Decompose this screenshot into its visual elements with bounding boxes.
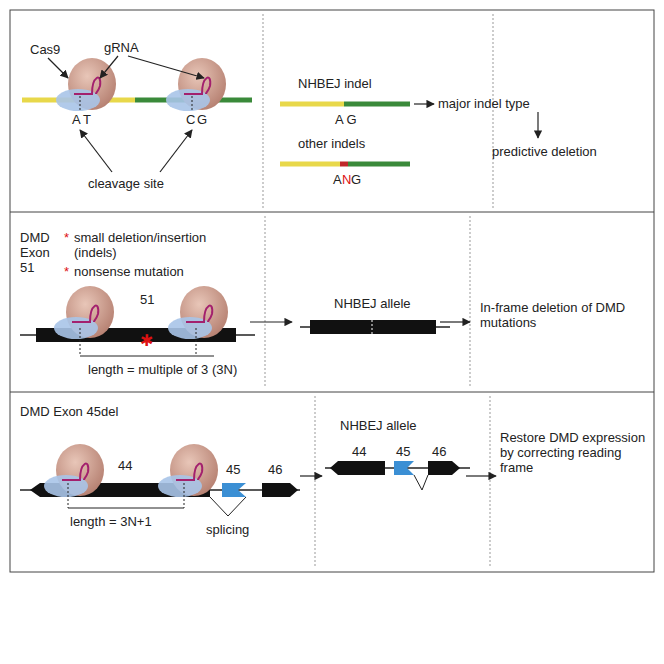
column-divider bbox=[493, 14, 494, 208]
mutation-star: * bbox=[64, 264, 69, 279]
cut-line bbox=[80, 328, 81, 356]
base-label: A G bbox=[335, 112, 357, 127]
exon-45 bbox=[222, 483, 246, 497]
gene-label: DMD Exon 51 bbox=[20, 230, 60, 275]
note-label: major indel type bbox=[438, 96, 530, 111]
dna-yellow bbox=[280, 102, 344, 107]
note-label: Restore DMD expression by correcting rea… bbox=[500, 430, 648, 475]
dna-green bbox=[344, 102, 410, 107]
cut-line bbox=[184, 483, 185, 508]
cas9-lobe-blue bbox=[56, 89, 100, 111]
grna-label: gRNA bbox=[104, 40, 139, 55]
allele-label: NHBEJ allele bbox=[340, 418, 417, 433]
cas9-lobe-blue bbox=[168, 317, 212, 339]
junction-line bbox=[372, 316, 373, 340]
base-label: C bbox=[186, 112, 195, 127]
allele-label: other indels bbox=[298, 136, 365, 151]
panel-frame bbox=[10, 10, 654, 572]
grna-loop bbox=[186, 306, 212, 322]
mutation-label: small deletion/insertion (indels) bbox=[74, 230, 234, 260]
grna-loop bbox=[184, 78, 210, 94]
splice-junction bbox=[210, 497, 246, 516]
exon-45 bbox=[394, 461, 414, 475]
splice-label: splicing bbox=[206, 522, 249, 537]
cas9-pointer bbox=[48, 58, 68, 78]
allele-label: NHBEJ indel bbox=[298, 76, 372, 91]
flow-arrow bbox=[250, 321, 292, 322]
grna-loop bbox=[176, 464, 202, 480]
exon-number: 45 bbox=[226, 462, 240, 477]
grna-loop bbox=[72, 306, 98, 322]
flow-arrow bbox=[466, 475, 496, 476]
protein-label: Cas9 bbox=[30, 42, 60, 57]
length-bracket bbox=[80, 356, 214, 357]
panel-divider bbox=[10, 392, 654, 393]
panel-divider bbox=[10, 212, 654, 213]
splice-junction bbox=[414, 475, 428, 490]
grna-loop bbox=[74, 78, 100, 94]
base-label: G bbox=[197, 112, 207, 127]
column-divider bbox=[470, 216, 471, 388]
allele-label: NHBEJ allele bbox=[334, 296, 411, 311]
dna-yellow bbox=[280, 162, 340, 167]
exon-number: 51 bbox=[140, 292, 154, 307]
base-label: G bbox=[351, 172, 361, 187]
gene-label: DMD Exon 45del bbox=[20, 404, 118, 419]
cut-line bbox=[80, 96, 81, 112]
column-divider bbox=[490, 396, 491, 568]
flow-arrow bbox=[440, 321, 470, 322]
cas9-lobe-blue bbox=[54, 317, 98, 339]
column-divider bbox=[263, 14, 264, 208]
length-label: length = multiple of 3 (3N) bbox=[88, 362, 237, 377]
cas9-lobe-blue bbox=[44, 475, 88, 497]
base-label: N bbox=[342, 172, 351, 187]
exon-46 bbox=[262, 483, 298, 497]
flow-arrow bbox=[300, 475, 322, 476]
flow-arrow bbox=[537, 112, 538, 138]
exon-46 bbox=[428, 461, 460, 475]
grna-loop bbox=[62, 464, 88, 480]
dna-green bbox=[348, 162, 410, 167]
exon-number: 44 bbox=[118, 458, 132, 473]
cut-line bbox=[192, 96, 193, 112]
cleavage-pointer bbox=[160, 130, 192, 172]
base-label: T bbox=[83, 112, 91, 127]
dna-insert bbox=[340, 162, 348, 167]
flow-arrow bbox=[414, 103, 434, 104]
grna-pointer bbox=[100, 56, 118, 78]
column-divider bbox=[315, 396, 316, 568]
cut-line bbox=[68, 483, 69, 508]
edited-exon bbox=[310, 320, 436, 334]
base-label: A bbox=[72, 112, 81, 127]
length-bracket bbox=[68, 508, 184, 509]
exon-number: 45 bbox=[396, 444, 410, 459]
column-divider bbox=[265, 216, 266, 388]
exon-number: 46 bbox=[432, 444, 446, 459]
exon-number: 44 bbox=[352, 444, 366, 459]
note-label: predictive deletion bbox=[492, 144, 597, 159]
mutation-star: * bbox=[64, 230, 69, 245]
length-label: length = 3N+1 bbox=[70, 514, 152, 529]
exon-number: 46 bbox=[268, 462, 282, 477]
base-label: A bbox=[333, 172, 342, 187]
grna-pointer bbox=[128, 56, 204, 78]
exon-44 bbox=[330, 461, 385, 475]
cas9-lobe-blue bbox=[166, 89, 210, 111]
cas9-lobe-blue bbox=[158, 475, 202, 497]
mutation-star: ✱ bbox=[140, 332, 153, 349]
cleavage-pointer bbox=[80, 130, 112, 172]
site-label: cleavage site bbox=[88, 176, 164, 191]
cut-line bbox=[196, 328, 197, 356]
note-label: In-frame deletion of DMD mutations bbox=[480, 300, 650, 330]
mutation-label: nonsense mutation bbox=[74, 264, 184, 279]
